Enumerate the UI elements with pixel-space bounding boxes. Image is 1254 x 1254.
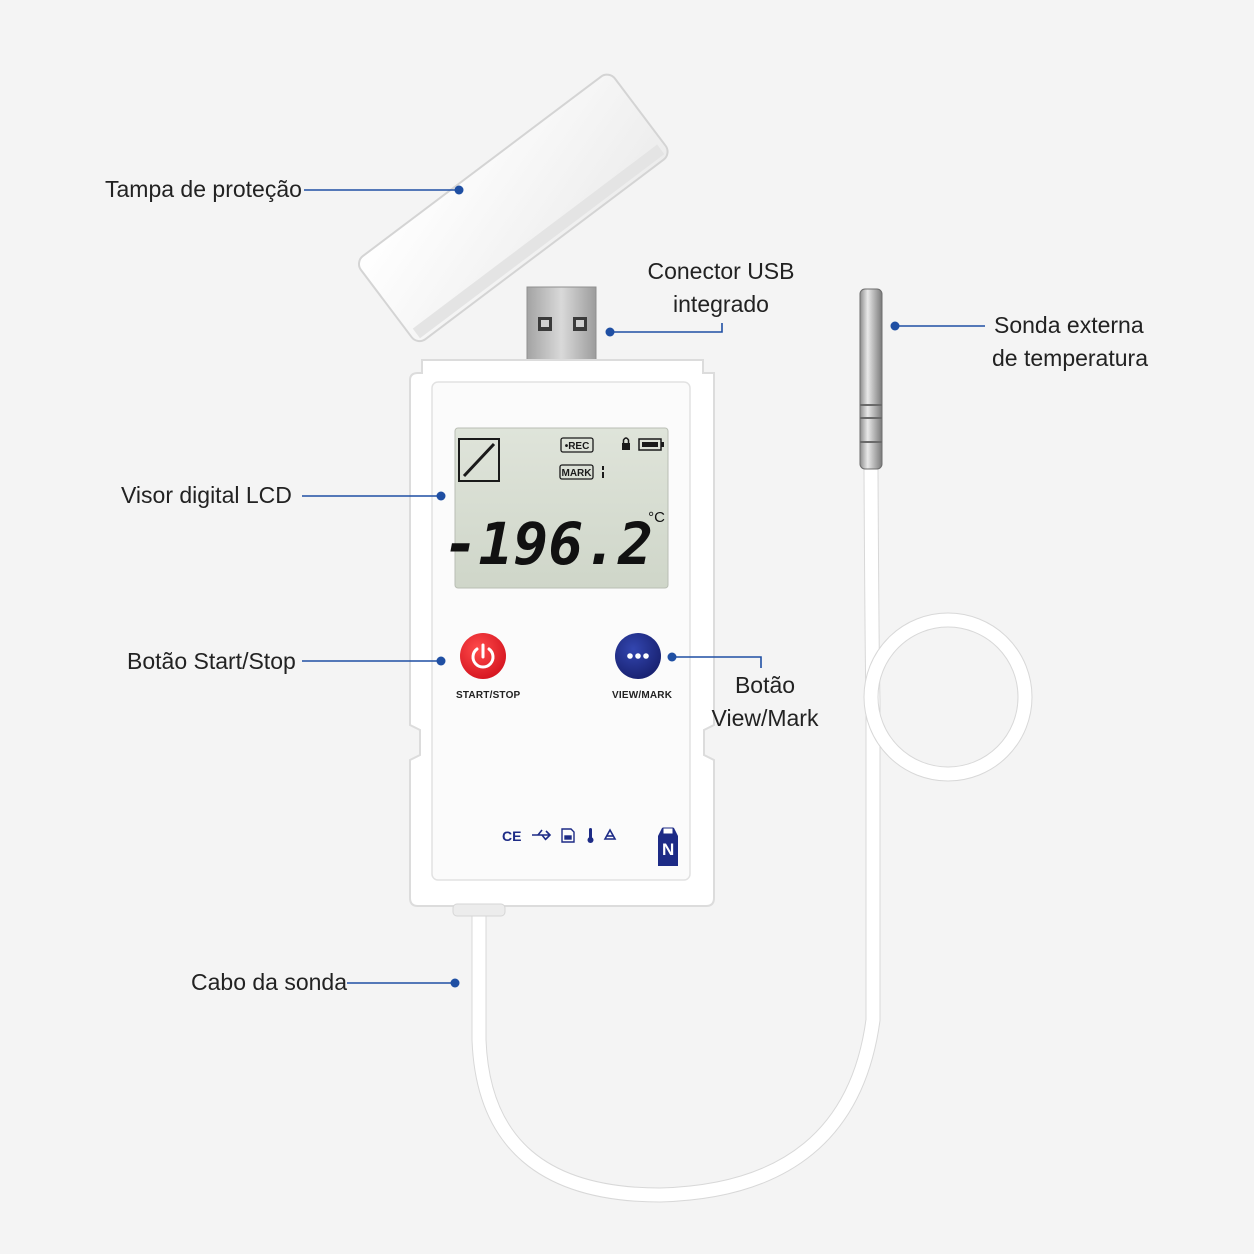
view-mark-button[interactable] [615, 633, 661, 679]
logo-letter: N [662, 840, 675, 859]
signal-icon [602, 466, 604, 478]
lcd-callout-line [302, 491, 446, 501]
view-mark-callout-line2: View/Mark [711, 705, 819, 731]
thermometer-icon [587, 828, 594, 843]
start-stop-callout-line [302, 656, 446, 666]
ce-mark-icon: CE [502, 828, 521, 844]
view-mark-callout-line [667, 652, 762, 668]
trend-line [462, 442, 496, 478]
sd-card-icon [561, 828, 575, 843]
rec-badge: •REC [565, 441, 590, 452]
power-icon [471, 643, 495, 669]
lcd-display: •REC MARK -196.2 °C [443, 427, 669, 589]
cap-callout-label: Tampa de proteção [105, 176, 302, 202]
brand-logo [658, 827, 678, 866]
temperature-probe [859, 288, 883, 470]
usb-callout-label: Conector USB integrado [636, 255, 806, 321]
mark-badge: MARK [562, 468, 593, 479]
start-stop-caption: START/STOP [456, 690, 521, 701]
view-mark-caption: VIEW/MARK [612, 690, 673, 701]
usb-callout-line1: Conector USB [647, 258, 795, 284]
usb-callout-line [605, 323, 723, 337]
start-stop-callout-label: Botão Start/Stop [127, 648, 296, 674]
trend-icon [458, 438, 500, 482]
callout-lines [302, 185, 985, 988]
probe-callout-line2: de temperatura [992, 345, 1148, 371]
probe-callout-label: Sonda externa de temperatura [992, 309, 1148, 375]
lcd-callout-label: Visor digital LCD [121, 482, 292, 508]
usb-callout-line2: integrado [673, 291, 769, 317]
cap-callout-line [304, 185, 464, 195]
unit-label: °C [648, 509, 665, 526]
lock-icon [622, 437, 630, 450]
cable-callout-label: Cabo da sonda [191, 969, 348, 995]
recycle-icon [603, 828, 617, 840]
usb-icon [532, 829, 552, 841]
protective-cap [358, 73, 669, 343]
view-mark-callout-label: Botão View/Mark [710, 669, 820, 735]
probe-callout-line [890, 321, 985, 331]
battery-icon [638, 438, 664, 451]
ellipsis-icon [627, 653, 649, 659]
temperature-reading: -196.2 [443, 510, 653, 578]
view-mark-callout-line1: Botão [734, 672, 796, 698]
start-stop-button[interactable] [460, 633, 506, 679]
probe-callout-line1: Sonda externa [994, 312, 1144, 338]
cable-callout-line [347, 978, 460, 988]
certification-icons: CE [502, 828, 617, 844]
probe-cable [471, 462, 1033, 1203]
usb-connector [526, 286, 597, 361]
svg-text:CE: CE [502, 828, 521, 844]
